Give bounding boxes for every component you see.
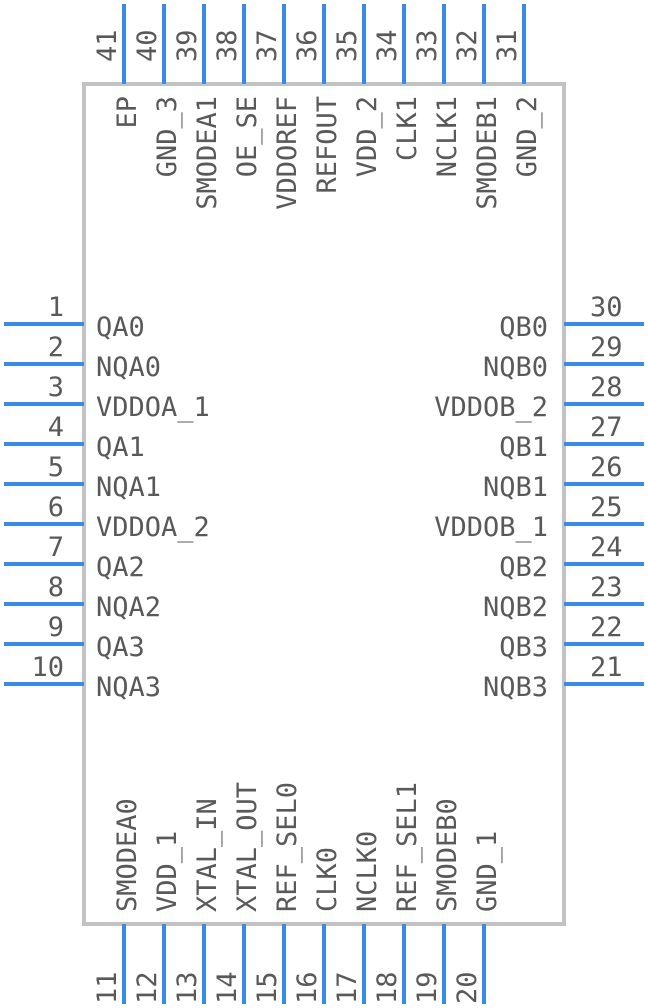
pin-label: QB1 [499, 432, 548, 463]
pin-number: 11 [92, 971, 123, 1004]
pin-label: NCLK0 [352, 831, 383, 912]
pin-label: NQB3 [483, 672, 548, 703]
pin-label: NCLK1 [432, 96, 463, 177]
pin-number: 13 [172, 971, 203, 1004]
pin-label: EP [112, 96, 143, 129]
pin-label: GND_1 [472, 831, 503, 912]
pin-number: 30 [590, 292, 623, 323]
pin-number: 9 [48, 612, 64, 643]
pin-number: 7 [48, 532, 64, 563]
pin-number: 23 [590, 572, 623, 603]
pin-number: 37 [252, 29, 283, 62]
pin-number: 41 [92, 29, 123, 62]
pin-label: VDDOA_1 [96, 392, 210, 423]
pin-number: 15 [252, 971, 283, 1004]
pin-label: NQA1 [96, 472, 161, 503]
pin-number: 17 [332, 971, 363, 1004]
pin-number: 22 [590, 612, 623, 643]
pin-label: VDDOREF [272, 96, 303, 210]
pin-label: SMODEB0 [432, 798, 463, 912]
pin-label: VDDOB_2 [434, 392, 548, 423]
pin-number: 2 [48, 332, 64, 363]
pin-label: SMODEA0 [112, 798, 143, 912]
pin-number: 34 [372, 29, 403, 62]
pin-label: QA1 [96, 432, 145, 463]
pin-number: 21 [590, 652, 623, 683]
pin-label: XTAL_IN [192, 798, 223, 912]
pin-label: QA2 [96, 552, 145, 583]
pin-number: 26 [590, 452, 623, 483]
pin-number: 29 [590, 332, 623, 363]
pin-number: 18 [372, 971, 403, 1004]
pin-label: REFOUT [312, 96, 343, 194]
pin-label: QA3 [96, 632, 145, 663]
pin-number: 6 [48, 492, 64, 523]
pin-label: VDDOA_2 [96, 512, 210, 543]
pin-number: 36 [292, 29, 323, 62]
pin-number: 3 [48, 372, 64, 403]
pin-label: REF_SEL1 [392, 782, 423, 912]
pin-number: 5 [48, 452, 64, 483]
pin-label: VDD_1 [152, 831, 183, 912]
pin-number: 1 [48, 292, 64, 323]
pin-number: 10 [31, 652, 64, 683]
pin-number: 8 [48, 572, 64, 603]
pin-number: 24 [590, 532, 623, 563]
pin-label: SMODEB1 [472, 96, 503, 210]
pin-label: XTAL_OUT [232, 782, 263, 912]
pin-label: VDD_2 [352, 96, 383, 177]
pin-label: QB0 [499, 312, 548, 343]
pin-label: GND_3 [152, 96, 183, 177]
pin-label: QB3 [499, 632, 548, 663]
pin-label: NQB1 [483, 472, 548, 503]
pin-label: OE_SE [232, 96, 263, 177]
pin-label: GND_2 [512, 96, 543, 177]
pin-label: CLK1 [392, 96, 423, 161]
pin-label: REF_SEL0 [272, 782, 303, 912]
pin-number: 38 [212, 29, 243, 62]
pin-label: CLK0 [312, 847, 343, 912]
pin-number: 16 [292, 971, 323, 1004]
pin-number: 40 [132, 29, 163, 62]
pin-label: NQA2 [96, 592, 161, 623]
bottom-pin-group: 11 SMODEA0 12 VDD_1 13 XTAL_IN 14 XTAL_OUT 15 REF… [92, 782, 503, 1004]
pin-number: 28 [590, 372, 623, 403]
pin-number: 35 [332, 29, 363, 62]
ic-body [82, 82, 566, 926]
pin-number: 33 [412, 29, 443, 62]
pin-number: 31 [492, 29, 523, 62]
pin-number: 32 [452, 29, 483, 62]
pin-number: 14 [212, 971, 243, 1004]
pin-number: 12 [132, 971, 163, 1004]
pin-label: QA0 [96, 312, 145, 343]
pin-label: NQA3 [96, 672, 161, 703]
pin-number: 4 [48, 412, 64, 443]
pin-label: NQB2 [483, 592, 548, 623]
pin-label: QB2 [499, 552, 548, 583]
pin-label: NQA0 [96, 352, 161, 383]
pin-number: 25 [590, 492, 623, 523]
pin-number: 27 [590, 412, 623, 443]
pin-number: 19 [412, 971, 443, 1004]
pin-number: 39 [172, 29, 203, 62]
pin-number: 20 [452, 971, 483, 1004]
pin-label: NQB0 [483, 352, 548, 383]
pin-label: SMODEA1 [192, 96, 223, 210]
pin-label: VDDOB_1 [434, 512, 548, 543]
